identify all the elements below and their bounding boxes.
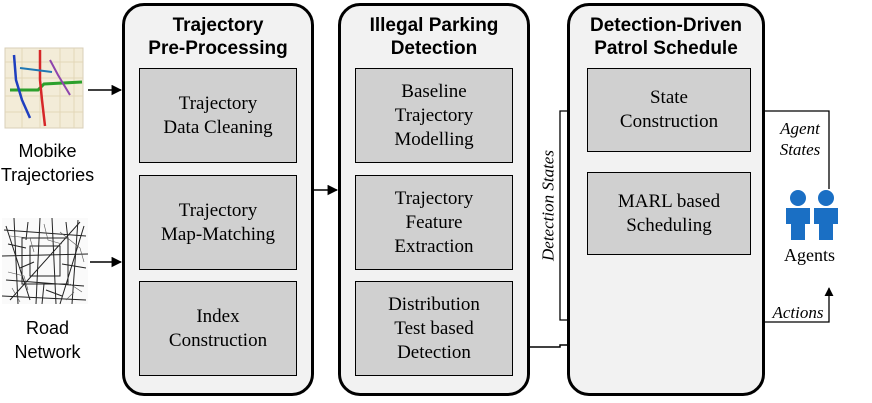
data-cleaning-box: Trajectory Data Cleaning	[139, 68, 297, 163]
mobike-trajectories-image	[4, 47, 84, 129]
mobike-trajectories-label: Mobike Trajectories	[0, 141, 95, 185]
detection-states-label: Detection States	[538, 150, 558, 261]
distribution-test-detection-box: Distribution Test based Detection	[355, 281, 513, 376]
road-network-image	[1, 217, 89, 305]
marl-scheduling-box: MARL based Scheduling	[587, 172, 751, 255]
agents-icon	[786, 190, 838, 240]
agents-label: Agents	[784, 245, 835, 265]
index-construction-box: Index Construction	[139, 281, 297, 376]
actions-label: Actions	[772, 303, 824, 322]
baseline-trajectory-modelling-box: Baseline Trajectory Modelling	[355, 68, 513, 163]
road-network-label: Road Network	[14, 318, 81, 362]
map-matching-box: Trajectory Map-Matching	[139, 175, 297, 270]
panel-title: Detection-Driven Patrol Schedule	[589, 15, 743, 59]
agent-states-label: Agent States	[772, 118, 828, 160]
state-construction-box: State Construction	[587, 68, 751, 152]
panel-title: Trajectory Pre-Processing	[148, 15, 288, 59]
panel-title: Illegal Parking Detection	[369, 15, 499, 59]
trajectory-feature-extraction-box: Trajectory Feature Extraction	[355, 175, 513, 270]
